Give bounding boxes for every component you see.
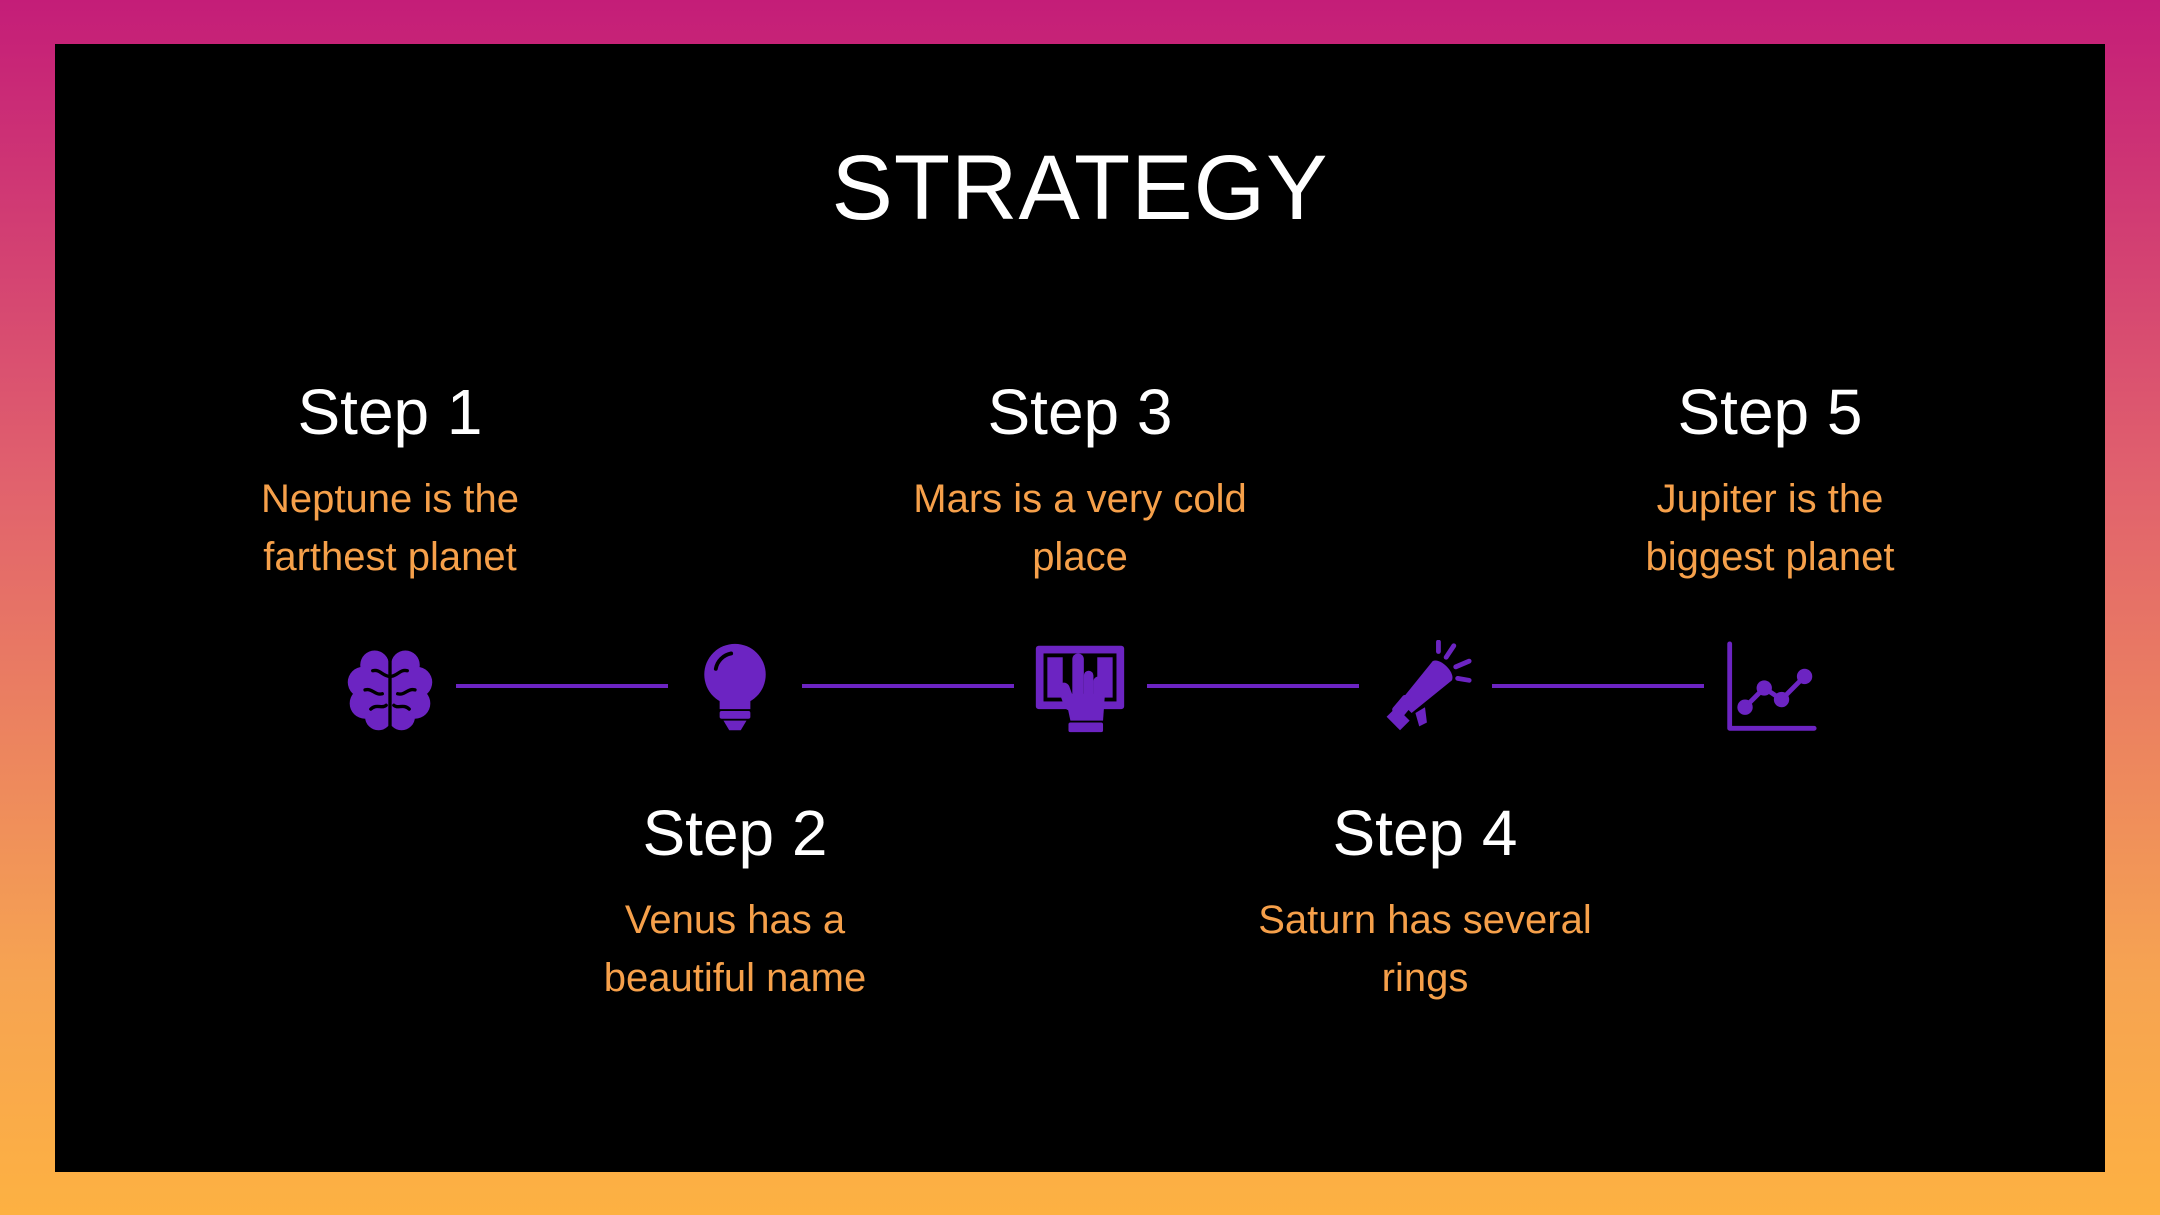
- step-4: Step 4 Saturn has several rings: [1215, 795, 1635, 1007]
- step-2-title: Step 2: [642, 797, 828, 869]
- step-1: Step 1 Neptune is the farthest planet: [180, 374, 600, 586]
- connector-line-3: [1147, 684, 1359, 688]
- connector-line-2: [802, 684, 1014, 688]
- connector-line-4: [1492, 684, 1704, 688]
- lightbulb-icon: [687, 640, 783, 736]
- step-4-description: Saturn has several rings: [1258, 898, 1592, 1000]
- step-3: Step 3 Mars is a very cold place: [870, 374, 1290, 586]
- step-2: Step 2 Venus has a beautiful name: [525, 795, 945, 1007]
- step-2-description: Venus has a beautiful name: [603, 898, 867, 1000]
- step-5-title: Step 5: [1677, 376, 1863, 448]
- line-chart-icon: [1722, 640, 1818, 736]
- megaphone-icon: [1377, 640, 1473, 736]
- brain-icon: [342, 640, 438, 736]
- step-3-description: Mars is a very cold place: [913, 477, 1247, 579]
- step-4-title: Step 4: [1332, 797, 1518, 869]
- connector-line-1: [456, 684, 668, 688]
- slide-title: STRATEGY: [831, 137, 1329, 239]
- step-3-title: Step 3: [987, 376, 1173, 448]
- step-5-description: Jupiter is the biggest planet: [1645, 477, 1895, 579]
- hand-touch-icon: [1032, 640, 1128, 736]
- step-5: Step 5 Jupiter is the biggest planet: [1560, 374, 1980, 586]
- content-panel: [55, 44, 2105, 1172]
- step-1-description: Neptune is the farthest planet: [261, 477, 519, 579]
- step-1-title: Step 1: [297, 376, 483, 448]
